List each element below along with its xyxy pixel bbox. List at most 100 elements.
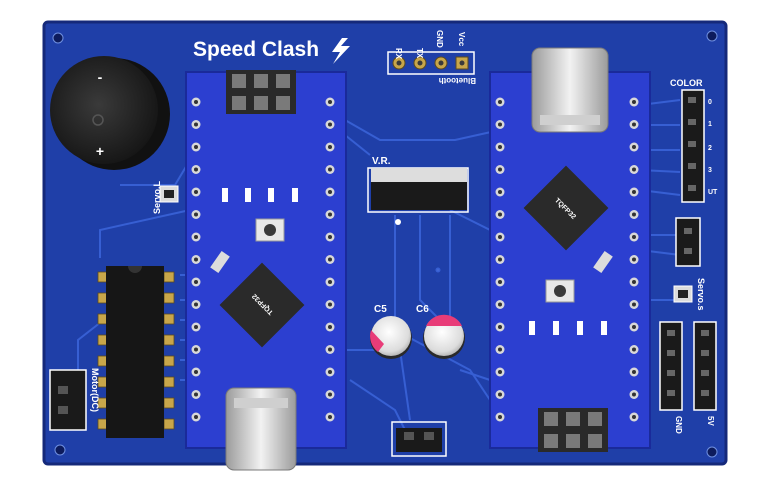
module-pin-hole <box>328 302 332 307</box>
module-pin-hole <box>194 100 198 104</box>
color-pin-3: 3 <box>708 167 712 174</box>
module-pin-hole <box>632 370 636 374</box>
bt-pin-vcc: Vcc <box>457 32 466 47</box>
5v-label: 5V <box>706 416 715 426</box>
left-usb-c-connector <box>225 387 297 471</box>
ic-pin <box>163 292 175 304</box>
servo-right-connector: Servo.s <box>673 278 706 311</box>
module-pin-hole <box>498 100 502 104</box>
motor-dc-connector: Motor(DC) <box>49 368 100 431</box>
board-title: Speed Clash <box>193 38 319 61</box>
module-pin-hole <box>498 347 502 352</box>
buzzer: - + <box>50 56 170 170</box>
module-pin-hole <box>328 280 332 284</box>
right-mcu-chip: TQFP32 <box>523 165 609 251</box>
module-pin-hole <box>632 235 636 239</box>
c5-label: C5 <box>374 304 387 315</box>
module-pin-hole <box>328 347 332 352</box>
module-pin-hole <box>632 347 636 352</box>
module-pin-hole <box>632 100 636 104</box>
module-pin-hole <box>632 122 636 127</box>
module-pin-hole <box>498 190 502 194</box>
gnd-5v-headers: GND 5V <box>659 321 717 434</box>
module-pin-hole <box>328 212 332 217</box>
module-pin-hole <box>328 100 332 104</box>
right-usb-c-connector <box>531 47 609 133</box>
color-pin-ut: UT <box>708 189 718 196</box>
gnd-label: GND <box>674 416 683 434</box>
c6-label: C6 <box>416 304 429 315</box>
buzzer-plus-label: + <box>96 143 104 159</box>
module-pin-hole <box>498 302 502 307</box>
right-module-pin-rows <box>495 97 639 422</box>
module-pin-hole <box>328 122 332 127</box>
color-pin-0: 0 <box>708 99 712 106</box>
left-module-pin-rows <box>191 97 335 422</box>
module-pin-hole <box>632 392 636 397</box>
ic-pin <box>163 397 175 409</box>
left-mcu-chip: TQFP32 <box>219 262 305 348</box>
module-pin-hole <box>498 370 502 374</box>
module-pin-hole <box>632 325 636 329</box>
voltage-regulator: V.R. <box>367 156 469 225</box>
ic-pin <box>163 271 175 283</box>
buzzer-minus-label: - <box>98 69 103 85</box>
module-pin-hole <box>194 167 198 172</box>
left-icsp-header <box>226 70 296 114</box>
module-pin-hole <box>328 235 332 239</box>
module-pin-hole <box>194 145 198 149</box>
module-pin-hole <box>498 392 502 397</box>
power-connector <box>391 421 447 457</box>
module-pin-hole <box>328 392 332 397</box>
module-pin-hole <box>498 145 502 149</box>
arduino-nano-left: TQFP32 <box>185 70 347 471</box>
arduino-nano-right: TQFP32 <box>489 47 651 452</box>
module-pin-hole <box>328 167 332 172</box>
module-pin-hole <box>194 235 198 239</box>
module-pin-hole <box>632 167 636 172</box>
color-pin-1: 1 <box>708 121 712 128</box>
module-pin-hole <box>194 122 198 127</box>
module-pin-hole <box>632 415 636 419</box>
lightning-icon <box>332 38 350 64</box>
motor-dc-label: Motor(DC) <box>90 368 100 412</box>
module-pin-hole <box>194 212 198 217</box>
module-pin-hole <box>194 190 198 194</box>
module-pin-hole <box>328 325 332 329</box>
ic-pin <box>163 418 175 430</box>
ic-pin <box>163 355 175 367</box>
module-pin-hole <box>632 302 636 307</box>
module-pin-hole <box>194 325 198 329</box>
module-pin-hole <box>328 190 332 194</box>
ic-pin <box>163 313 175 325</box>
module-pin-hole <box>194 415 198 419</box>
capacitor-c6: C6 <box>416 304 465 359</box>
bt-pin-tx: TX <box>415 48 424 59</box>
bluetooth-label: Bluetooth <box>439 76 476 85</box>
servo-right-label: Servo.s <box>696 278 706 311</box>
ic-pin <box>163 376 175 388</box>
module-pin-hole <box>498 415 502 419</box>
module-pin-hole <box>498 122 502 127</box>
right-2pin-header <box>675 217 701 267</box>
vr-label: V.R. <box>372 156 391 167</box>
servo-left-label: Servo.L <box>152 180 162 214</box>
color-pin-2: 2 <box>708 145 712 152</box>
module-pin-hole <box>498 280 502 284</box>
module-pin-hole <box>632 145 636 149</box>
ic-pin <box>163 334 175 346</box>
module-pin-hole <box>498 257 502 262</box>
bluetooth-header: RX TX GND Vcc Bluetooth <box>387 30 476 85</box>
module-pin-hole <box>328 370 332 374</box>
module-pin-hole <box>194 392 198 397</box>
module-pin-hole <box>498 212 502 217</box>
module-pin-hole <box>328 415 332 419</box>
module-pin-hole <box>194 280 198 284</box>
mounting-holes <box>52 30 718 458</box>
motor-driver-ic <box>97 266 175 438</box>
module-pin-hole <box>632 212 636 217</box>
color-sensor-header: COLOR 0 1 2 3 UT <box>670 78 718 203</box>
module-pin-hole <box>632 280 636 284</box>
